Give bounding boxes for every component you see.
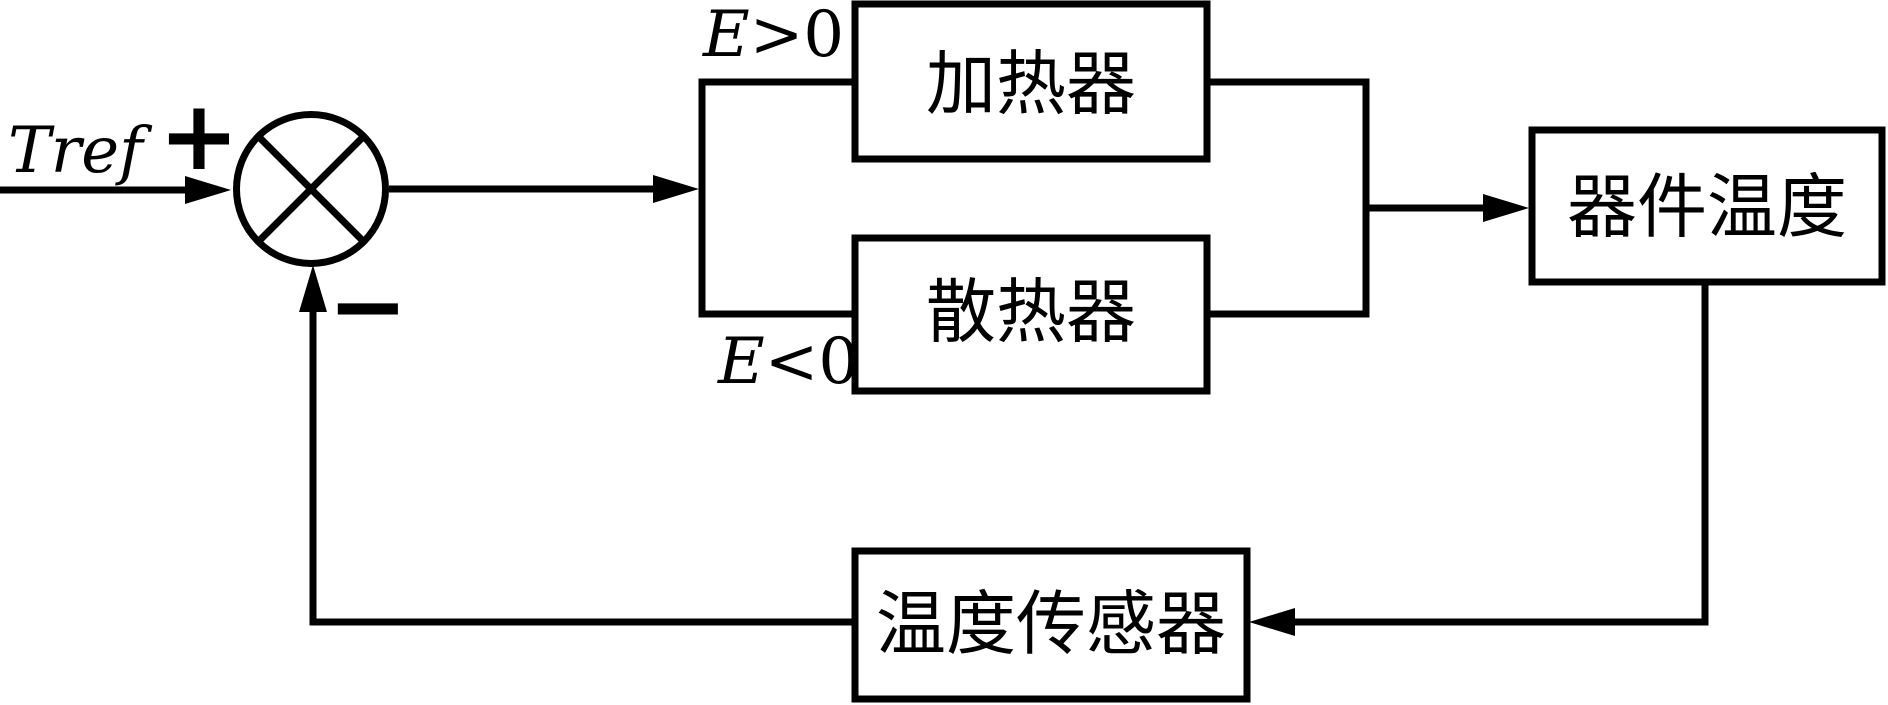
cooler-block xyxy=(851,234,1211,395)
condition-bottom-label: E<0 xyxy=(717,325,859,399)
plant-input-arrowhead-icon xyxy=(1483,194,1529,222)
reference-input-arrowhead-icon xyxy=(185,176,231,204)
error-signal-arrowhead-icon xyxy=(653,175,699,203)
device-temperature-block-label: 器件温度 xyxy=(1567,166,1847,248)
temperature-sensor-block-label: 温度传感器 xyxy=(876,583,1226,665)
plus-sign: + xyxy=(159,80,239,192)
cooler-block-label: 散热器 xyxy=(926,271,1136,353)
reference-label: Tref xyxy=(8,114,153,188)
temperature-sensor-block xyxy=(851,547,1251,703)
device-temperature-block xyxy=(1528,126,1886,286)
condition-top-label: E>0 xyxy=(702,0,844,72)
heater-block xyxy=(851,0,1211,163)
heater-block-label: 加热器 xyxy=(926,43,1136,125)
minus-sign: − xyxy=(328,250,408,362)
summing-junction-diagonal-2 xyxy=(253,131,369,247)
sensor-input-arrowhead-icon xyxy=(1249,608,1295,636)
feedback-arrowhead-icon xyxy=(299,265,327,312)
